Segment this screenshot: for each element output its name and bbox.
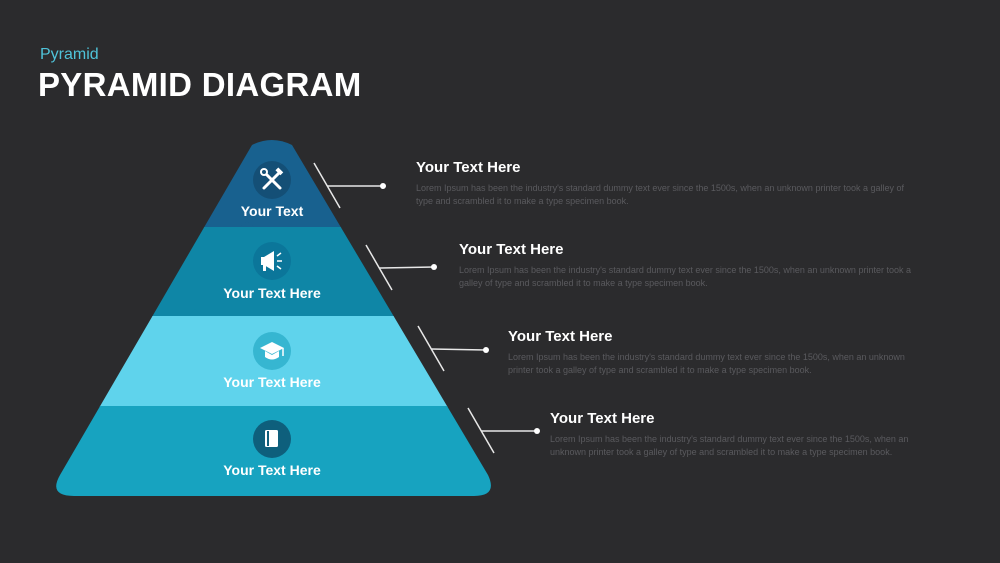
level-2-notch (188, 309, 202, 316)
slide-subtitle: Pyramid (40, 46, 99, 63)
connector-3-line (430, 348, 487, 351)
level-1-label: Your Text (241, 203, 304, 219)
callout-2-heading: Your Text Here (459, 241, 564, 258)
callout-2-body: Lorem Ipsum has been the industry's stan… (459, 265, 911, 288)
connector-2-dot (431, 264, 437, 270)
slide-title: PYRAMID DIAGRAM (38, 66, 362, 103)
tools-icon (253, 161, 291, 199)
connector-4-dot (534, 428, 540, 434)
book-icon (253, 420, 291, 458)
callout-3-body: Lorem Ipsum has been the industry's stan… (508, 352, 905, 375)
graduation-cap-icon (253, 332, 291, 370)
callout-1-heading: Your Text Here (416, 159, 521, 176)
level-3-notch (132, 398, 146, 406)
level-3-label: Your Text Here (223, 374, 321, 390)
callout-1: Your Text Here Lorem Ipsum has been the … (416, 159, 916, 208)
callout-4-body: Lorem Ipsum has been the industry's stan… (550, 434, 909, 457)
megaphone-icon (253, 242, 291, 280)
callout-3-heading: Your Text Here (508, 328, 613, 345)
callout-1-body: Lorem Ipsum has been the industry's stan… (416, 183, 904, 206)
connector-3-tick (417, 325, 445, 372)
level-4-label: Your Text Here (223, 462, 321, 478)
callout-4-heading: Your Text Here (550, 410, 655, 427)
connector-3-dot (483, 347, 489, 353)
level-2-label: Your Text Here (223, 285, 321, 301)
connector-1-dot (380, 183, 386, 189)
level-1-notch (240, 221, 254, 227)
callout-4: Your Text Here Lorem Ipsum has been the … (550, 410, 922, 459)
callout-2: Your Text Here Lorem Ipsum has been the … (459, 241, 919, 290)
callout-3: Your Text Here Lorem Ipsum has been the … (508, 328, 926, 377)
connectors (313, 162, 537, 454)
connector-2-line (378, 266, 435, 269)
